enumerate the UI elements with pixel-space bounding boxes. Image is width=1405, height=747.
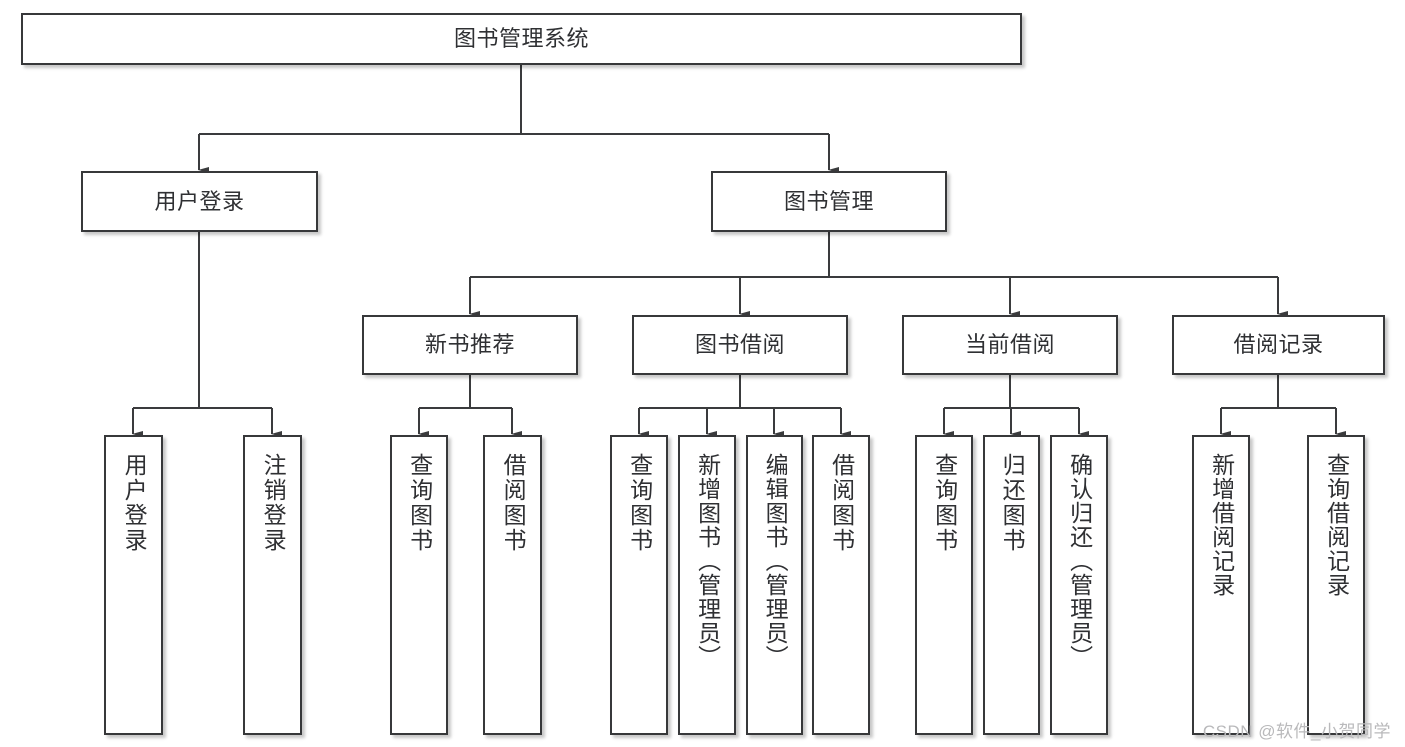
node-borrow-record[interactable]: 借阅记录 — [1172, 315, 1385, 375]
node-leaf-edit-book[interactable]: 编辑图书（管理员） — [746, 435, 803, 735]
node-new-book-recommend[interactable]: 新书推荐 — [362, 315, 578, 375]
node-leaf-borrow-book-2[interactable]: 借阅图书 — [812, 435, 870, 735]
node-book-borrow[interactable]: 图书借阅 — [632, 315, 848, 375]
node-label: 归还图书 — [999, 453, 1026, 553]
node-label: 借阅图书 — [500, 453, 527, 553]
node-root[interactable]: 图书管理系统 — [21, 13, 1022, 65]
node-label: 新书推荐 — [424, 332, 515, 358]
node-label: 编辑图书（管理员） — [762, 453, 789, 669]
node-label: 查询图书 — [931, 453, 958, 553]
node-leaf-query-book-2[interactable]: 查询图书 — [610, 435, 668, 735]
node-label: 用户登录 — [121, 453, 148, 553]
node-leaf-add-borrow-record[interactable]: 新增借阅记录 — [1192, 435, 1250, 735]
node-leaf-query-book-1[interactable]: 查询图书 — [390, 435, 448, 735]
node-label: 借阅图书 — [828, 453, 855, 553]
node-leaf-borrow-book-1[interactable]: 借阅图书 — [483, 435, 542, 735]
node-leaf-query-borrow-record[interactable]: 查询借阅记录 — [1307, 435, 1365, 735]
node-label: 图书借阅 — [694, 332, 785, 358]
node-leaf-add-book[interactable]: 新增图书（管理员） — [678, 435, 736, 735]
node-leaf-return-book[interactable]: 归还图书 — [983, 435, 1040, 735]
node-label: 图书管理 — [783, 188, 874, 214]
node-label: 新增借阅记录 — [1208, 453, 1235, 597]
node-label: 查询图书 — [406, 453, 433, 553]
node-label: 注销登录 — [260, 453, 287, 553]
node-label: 查询借阅记录 — [1323, 453, 1350, 597]
node-label: 当前借阅 — [964, 332, 1055, 358]
node-label: 查询图书 — [626, 453, 653, 553]
edge-group — [131, 65, 1346, 437]
node-label: 图书管理系统 — [453, 26, 589, 52]
node-leaf-logout-login[interactable]: 注销登录 — [243, 435, 302, 735]
node-leaf-confirm-return[interactable]: 确认归还（管理员） — [1050, 435, 1108, 735]
node-label: 新增图书（管理员） — [694, 453, 721, 669]
node-leaf-user-login[interactable]: 用户登录 — [104, 435, 163, 735]
node-book-manage[interactable]: 图书管理 — [711, 171, 947, 232]
node-label: 确认归还（管理员） — [1066, 453, 1093, 669]
node-leaf-query-book-3[interactable]: 查询图书 — [915, 435, 973, 735]
watermark: CSDN @软件_小贺同学 — [1202, 722, 1391, 741]
node-label: 用户登录 — [154, 188, 245, 214]
node-user-login[interactable]: 用户登录 — [81, 171, 318, 232]
node-current-borrow[interactable]: 当前借阅 — [902, 315, 1118, 375]
node-label: 借阅记录 — [1233, 332, 1324, 358]
